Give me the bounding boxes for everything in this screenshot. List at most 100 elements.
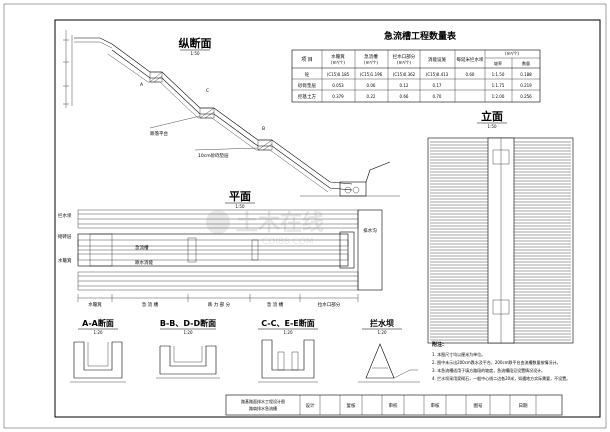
plan-drain-label: 排水沟 bbox=[363, 227, 377, 234]
longitudinal-section: 纵断面 1:50 A C B 跌落平台 10cm砂砾垫层 bbox=[63, 30, 400, 197]
svg-text:(C15)1.196: (C15)1.196 bbox=[360, 72, 383, 77]
th-group-4: 每延米拦水坝 bbox=[457, 56, 484, 63]
section-aa: A-A断面 1:20 bbox=[70, 318, 126, 383]
profile-scale: 1:50 bbox=[191, 51, 200, 56]
svg-text:0.66: 0.66 bbox=[400, 94, 409, 99]
svg-text:0.256: 0.256 bbox=[520, 94, 532, 99]
plan-channel-label-top: 急流槽 bbox=[135, 244, 149, 251]
th-group-3: 消能设施 bbox=[428, 56, 446, 63]
th-unit-4: (m³/个) bbox=[505, 51, 519, 56]
svg-text:(C15)0.413: (C15)0.413 bbox=[426, 72, 449, 77]
svg-text:砂砾垫层: 砂砾垫层 bbox=[298, 82, 316, 89]
svg-text:挖基土方: 挖基土方 bbox=[298, 93, 316, 100]
inner-border bbox=[54, 19, 601, 418]
th-unit-2: (m³/个) bbox=[397, 60, 411, 65]
section-tag-c: C bbox=[206, 88, 209, 94]
notes: 附注: 1. 本图尺寸均以厘米为单位。 2. 图中未示出200cm跌水及平台，2… bbox=[432, 341, 570, 381]
title-block: 路基路面排水工程设计图 路肩排水急流槽 设计 复核 审校 审核 图号 日期 bbox=[225, 394, 563, 416]
th-sub-qty: 数量 bbox=[522, 60, 530, 66]
svg-text:1:1.75: 1:1.75 bbox=[492, 83, 505, 88]
table-row: 挖基土方 0.379 0.22 0.66 0.70 1:2.00 0.256 bbox=[298, 93, 532, 100]
elevation-view: 立面 1:50 bbox=[427, 109, 574, 344]
tb-cell-review: 审校 bbox=[389, 402, 398, 409]
svg-text:0.12: 0.12 bbox=[400, 83, 409, 88]
tb-cell-approve: 审核 bbox=[431, 402, 440, 409]
note-item: 2. 图中未示出200cm跌水及平台，200cm跌平台由流槽数量按情况计。 bbox=[432, 359, 561, 365]
drawing-name-line1: 路基路面排水工程设计图 bbox=[241, 398, 285, 404]
section-scale: 1:20 bbox=[184, 330, 193, 335]
svg-text:0.60: 0.60 bbox=[466, 72, 475, 77]
plan-title: 平面 bbox=[229, 190, 251, 203]
elevation-scale: 1:50 bbox=[488, 124, 497, 129]
svg-text:0.22: 0.22 bbox=[367, 94, 376, 99]
plan-scale: 1:50 bbox=[236, 204, 245, 209]
plan-label-dustpan: 水簸箕 bbox=[58, 257, 72, 264]
drawing-name-line2: 路肩排水急流槽 bbox=[249, 405, 277, 411]
table-row: 砼 (C15)0.185 (C15)1.196 (C15)0.362 (C15)… bbox=[305, 71, 532, 78]
section-scale: 1:20 bbox=[378, 330, 387, 335]
svg-text:0.188: 0.188 bbox=[520, 72, 532, 77]
watermark: 土木在线 COI88.COM bbox=[206, 210, 324, 247]
note-item: 3. 本急流槽适用于填方路段的坡度，急流槽段见设置情况设计。 bbox=[432, 367, 545, 373]
tb-cell-design: 设计 bbox=[306, 402, 315, 409]
elevation-title: 立面 bbox=[481, 109, 503, 123]
section-scale: 1:20 bbox=[284, 330, 293, 335]
section-title: A-A断面 bbox=[82, 318, 114, 328]
svg-text:(C15)0.362: (C15)0.362 bbox=[393, 72, 416, 77]
svg-text:排水沟: 排水沟 bbox=[363, 227, 377, 234]
note-item: 1. 本图尺寸均以厘米为单位。 bbox=[432, 351, 485, 357]
notes-heading: 附注: bbox=[432, 341, 444, 348]
section-dam: 拦水坝 1:20 bbox=[358, 318, 420, 383]
label-bedding: 10cm砂砾垫层 bbox=[198, 152, 229, 159]
watermark-logo-icon bbox=[206, 210, 230, 234]
dim-label: 急 流 槽 bbox=[142, 301, 159, 308]
dim-label: 拉水口部分 bbox=[318, 301, 341, 308]
svg-text:0.379: 0.379 bbox=[332, 94, 344, 99]
tb-cell-date: 日期 bbox=[519, 403, 528, 409]
dim-label: 急 流 槽 bbox=[267, 301, 284, 308]
section-title: B-B、D-D断面 bbox=[160, 318, 216, 328]
dim-label: 水簸箕 bbox=[88, 301, 102, 308]
table-title: 急流槽工程数量表 bbox=[384, 30, 457, 42]
svg-text:(C15)0.185: (C15)0.185 bbox=[327, 72, 350, 77]
watermark-text: 土木在线 bbox=[236, 210, 324, 236]
svg-text:1:1.50: 1:1.50 bbox=[492, 72, 505, 77]
section-title: 拦水坝 bbox=[370, 318, 394, 328]
tb-cell-drawing-no: 图号 bbox=[474, 403, 483, 409]
section-scale: 1:20 bbox=[94, 330, 103, 335]
svg-text:0.17: 0.17 bbox=[433, 83, 442, 88]
section-cc-ee: C-C、E-E断面 1:20 bbox=[258, 318, 318, 383]
label-platform: 跌落平台 bbox=[150, 130, 168, 137]
svg-text:0.219: 0.219 bbox=[520, 83, 532, 88]
profile-title: 纵断面 bbox=[179, 36, 212, 50]
chute-upper-line bbox=[111, 43, 353, 185]
section-bb-dd: B-B、D-D断面 1:20 bbox=[156, 318, 220, 379]
dim-label: 跌 力 部 分 bbox=[208, 301, 231, 308]
section-tag-b: B bbox=[262, 126, 265, 132]
section-tag-a: A bbox=[140, 82, 144, 88]
th-unit-1: (m³/个) bbox=[364, 60, 378, 65]
th-group-2: 拦水口部分 bbox=[393, 53, 416, 60]
plan-view: 平面 1:50 拦水坝 砌砖层 水簸箕 急流槽 跌水消能 排水沟 bbox=[58, 190, 383, 308]
note-item: 4. 拦水坝采用浆砌石，一般中心线二边各20米，如遇地方实际需要，不设置。 bbox=[432, 375, 570, 381]
th-group-0: 水簸箕 bbox=[331, 53, 345, 60]
watermark-sub: COI88.COM bbox=[262, 237, 313, 247]
table-row: 砂砾垫层 0.053 0.06 0.12 0.17 1:1.75 0.219 bbox=[298, 82, 532, 89]
svg-text:砼: 砼 bbox=[305, 71, 310, 78]
side-drain bbox=[357, 209, 383, 291]
th-group-1: 急流槽 bbox=[364, 53, 378, 60]
svg-text:0.70: 0.70 bbox=[433, 94, 442, 99]
plan-channel-label-bot: 跌水消能 bbox=[135, 259, 153, 266]
th-unit-0: (m³/个) bbox=[331, 60, 345, 65]
plan-label-dam: 拦水坝 bbox=[58, 212, 72, 219]
th-sub-slope: 坡率 bbox=[494, 60, 502, 66]
th-item: 项 目 bbox=[301, 57, 313, 63]
quantity-table: 急流槽工程数量表 项 目 水簸箕 (m³/个) 急流槽 (m³/个) 拦水口部分… bbox=[291, 30, 541, 103]
tb-cell-check: 复核 bbox=[347, 402, 356, 409]
section-title: C-C、E-E断面 bbox=[261, 318, 315, 328]
svg-text:0.06: 0.06 bbox=[367, 83, 376, 88]
chute-lower-line bbox=[111, 49, 353, 191]
plan-label-brick: 砌砖层 bbox=[58, 233, 72, 240]
svg-text:1:2.00: 1:2.00 bbox=[492, 94, 505, 99]
